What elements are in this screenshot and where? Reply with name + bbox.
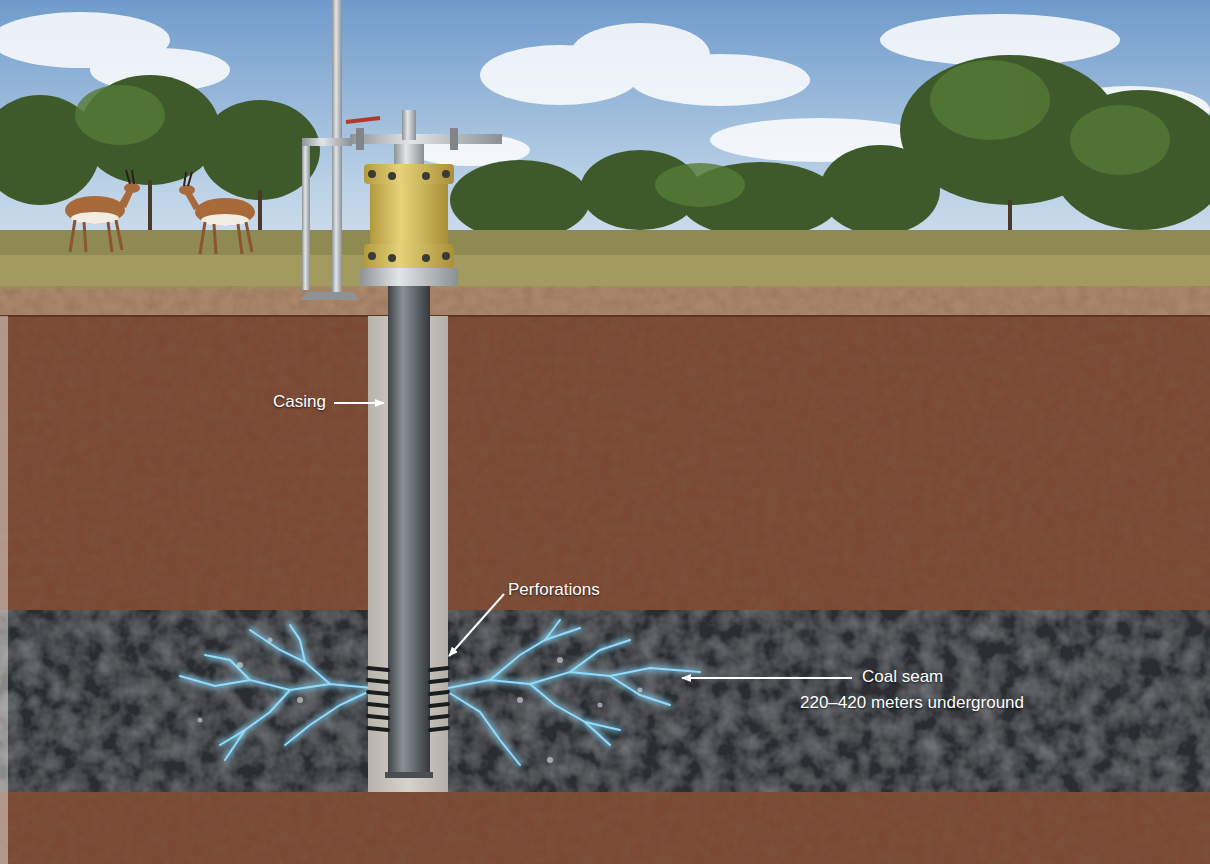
coal-seam-band: Coal seam 220–420 meters underground xyxy=(0,610,1210,792)
leader-line xyxy=(334,402,384,404)
seam-depth: 220–420 meters underground xyxy=(800,693,1024,713)
leader-line xyxy=(682,677,852,679)
part-label: Casing xyxy=(273,392,326,412)
seam-name: Coal seam xyxy=(862,667,943,687)
part-label: Perforations xyxy=(508,580,600,600)
leader-line xyxy=(449,594,504,656)
